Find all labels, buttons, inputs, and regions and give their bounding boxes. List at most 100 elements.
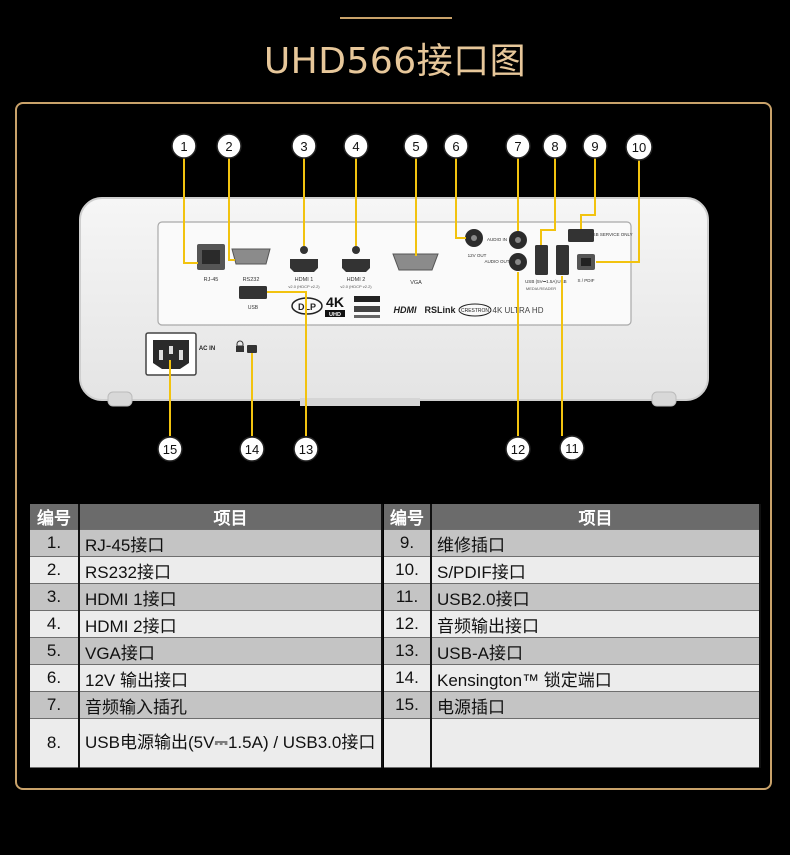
hdmi1-port: HDMI 1 v2.0 (HDCP v2.2): [288, 246, 320, 289]
row-number: 1.: [30, 529, 80, 557]
callout-10: 10: [625, 133, 653, 161]
usb-a-label: USB: [248, 305, 259, 311]
content-frame: [15, 102, 772, 790]
row-number: 7.: [30, 691, 80, 719]
projector-rear-panel-diagram: RJ-45 RS232 HDMI 1 v2.0 (HDCP v2.2) HDMI…: [79, 133, 709, 462]
svg-text:13: 13: [299, 442, 313, 457]
rslink-logo: RSLink: [424, 305, 456, 315]
row-number: [384, 718, 432, 768]
row-item: USB电源输出(5V⎓1.5A) / USB3.0接口: [79, 718, 383, 768]
row-number: 6.: [30, 664, 80, 692]
extron-logo: [354, 296, 380, 318]
callout-15: 15: [157, 436, 183, 462]
row-number: 8.: [30, 718, 80, 768]
audio-out-label: AUDIO OUT: [484, 259, 509, 264]
svg-text:15: 15: [163, 442, 177, 457]
row-item: RJ-45接口: [79, 529, 383, 557]
table-row: 7.音频输入插孔: [30, 691, 383, 719]
table-row: 9.维修插口: [384, 529, 761, 557]
usb-service-label: USB SERVICE ONLY: [589, 232, 632, 237]
svg-text:4K: 4K: [326, 294, 344, 310]
row-number: 14.: [384, 664, 432, 692]
media-reader-label: MEDIA READER: [526, 286, 556, 291]
callout-11: 11: [559, 435, 585, 461]
vga-label: VGA: [410, 280, 422, 286]
row-number: 15.: [384, 691, 432, 719]
table-row: 5.VGA接口: [30, 637, 383, 665]
ac-in-label: AC IN: [199, 346, 215, 352]
hdmi1-label: HDMI 1: [295, 277, 314, 283]
row-item: 音频输出接口: [431, 610, 761, 638]
row-item: [431, 718, 761, 768]
spdif-port: S / PDIF: [577, 254, 595, 283]
spdif-label: S / PDIF: [577, 278, 594, 283]
rs232-label: RS232: [243, 277, 260, 283]
svg-text:8: 8: [551, 139, 558, 154]
callout-6: 6: [443, 133, 469, 159]
callout-13: 13: [293, 436, 319, 462]
svg-text:UHD: UHD: [329, 312, 341, 318]
svg-text:1: 1: [180, 139, 187, 154]
callout-14: 14: [239, 436, 265, 462]
header-item: 项目: [431, 504, 761, 530]
table-row: 6.12V 输出接口: [30, 664, 383, 692]
table-row: 10.S/PDIF接口: [384, 556, 761, 584]
callout-2: 2: [216, 133, 242, 159]
svg-text:CRESTRON: CRESTRON: [461, 308, 489, 314]
svg-text:9: 9: [591, 139, 598, 154]
io-panel: RJ-45 RS232 HDMI 1 v2.0 (HDCP v2.2) HDMI…: [157, 221, 633, 326]
table-row: 8.USB电源输出(5V⎓1.5A) / USB3.0接口: [30, 718, 383, 768]
svg-text:7: 7: [514, 139, 521, 154]
header-item: 项目: [79, 504, 383, 530]
row-item: 音频输入插孔: [79, 691, 383, 719]
row-item: 维修插口: [431, 529, 761, 557]
vga-port: VGA: [392, 253, 439, 286]
port-table-left: 编号 项目 1.RJ-45接口 2.RS232接口 3.HDMI 1接口 4.H…: [30, 504, 383, 768]
ac-power-inlet: AC IN: [145, 332, 215, 376]
hdmi1-sublabel: v2.0 (HDCP v2.2): [288, 284, 320, 289]
row-item: HDMI 2接口: [79, 610, 383, 638]
callout-12: 12: [505, 436, 531, 462]
table-row: 13.USB-A接口: [384, 637, 761, 665]
usb-a-port: USB: [239, 286, 267, 311]
row-number: 12.: [384, 610, 432, 638]
svg-text:6: 6: [452, 139, 459, 154]
rj45-label: RJ-45: [204, 277, 219, 283]
table-header-row: 编号 项目: [384, 504, 761, 530]
callout-4: 4: [343, 133, 369, 159]
hdmi-logo: HDMI: [394, 305, 417, 315]
audio-in-label: AUDIO IN: [487, 237, 507, 242]
row-item: 电源插口: [431, 691, 761, 719]
header-number: 编号: [30, 504, 80, 530]
table-row: 12.音频输出接口: [384, 610, 761, 638]
callout-7: 7: [505, 133, 531, 159]
usb-service-port: USB SERVICE ONLY: [568, 229, 633, 242]
row-number: 10.: [384, 556, 432, 584]
row-item: USB-A接口: [431, 637, 761, 665]
row-item: USB2.0接口: [431, 583, 761, 611]
hdmi2-port: HDMI 2 v2.0 (HDCP v2.2): [340, 246, 372, 289]
row-item: Kensington™ 锁定端口: [431, 664, 761, 692]
usb-media-label: USB (5V⎓1.5A): [525, 279, 557, 284]
table-row: 15.电源插口: [384, 691, 761, 719]
callout-1: 1: [171, 133, 197, 159]
callout-5: 5: [403, 133, 429, 159]
4k-uhd-logo: 4K UHD: [325, 294, 345, 318]
svg-text:11: 11: [565, 441, 579, 456]
row-number: 2.: [30, 556, 80, 584]
header-number: 编号: [384, 504, 432, 530]
callout-leader-lines: [169, 158, 640, 436]
svg-text:12: 12: [511, 442, 525, 457]
callout-8: 8: [542, 133, 568, 159]
row-item: S/PDIF接口: [431, 556, 761, 584]
row-number: 11.: [384, 583, 432, 611]
audio-in-jack: AUDIO IN: [487, 231, 527, 249]
hdmi2-label: HDMI 2: [347, 277, 366, 283]
svg-text:4: 4: [352, 139, 359, 154]
hdmi2-sublabel: v2.0 (HDCP v2.2): [340, 284, 372, 289]
callout-9: 9: [582, 133, 608, 159]
port-table-right: 编号 项目 9.维修插口 10.S/PDIF接口 11.USB2.0接口 12.…: [384, 504, 761, 768]
table-row: 3.HDMI 1接口: [30, 583, 383, 611]
table-row: 11.USB2.0接口: [384, 583, 761, 611]
row-item: HDMI 1接口: [79, 583, 383, 611]
